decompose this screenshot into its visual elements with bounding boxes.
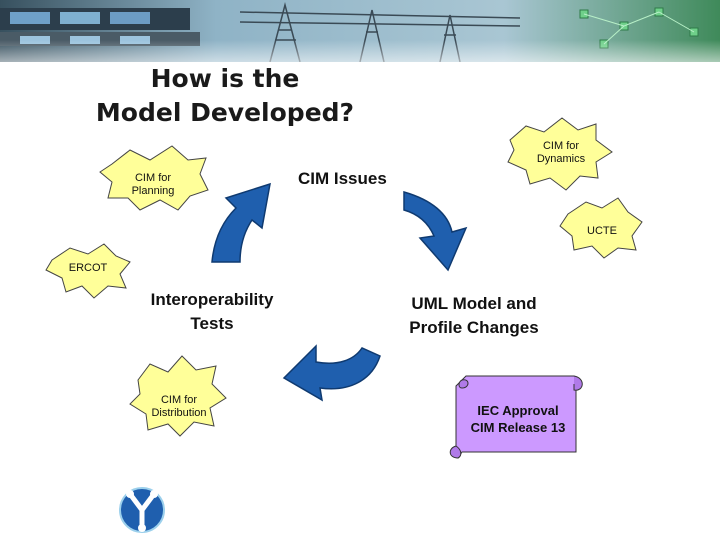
planning-callout-text: CIM for Planning (110, 172, 196, 198)
scroll-line-1: IEC Approval (477, 403, 559, 418)
interop-tests-label: Interoperability Tests (136, 288, 288, 336)
title-line-1: How is the (150, 64, 300, 93)
cycle-arrow-bottom (282, 344, 381, 402)
scroll-line-2: CIM Release 13 (470, 420, 566, 435)
ucte-callout-text: UCTE (587, 225, 617, 237)
slide-title: How is the Model Developed? (80, 62, 370, 130)
cim-issues-label: CIM Issues (298, 169, 387, 188)
dynamics-line-1: CIM for (542, 140, 580, 152)
distribution-callout-text: CIM for Distribution (136, 394, 222, 420)
interop-line-2: Tests (190, 314, 234, 333)
iec-scroll (449, 375, 583, 459)
distribution-line-1: CIM for (160, 394, 198, 406)
burst-ucte (559, 197, 643, 259)
cycle-arrow-top-left (211, 182, 271, 263)
burst-dynamics (507, 117, 613, 191)
iec-approval-text: IEC Approval CIM Release 13 (462, 402, 574, 436)
cycle-arrow-top-right (403, 191, 468, 272)
dynamics-line-2: Dynamics (536, 153, 586, 165)
planning-line-2: Planning (131, 185, 175, 197)
distribution-line-2: Distribution (151, 407, 207, 419)
title-line-2: Model Developed? (95, 98, 355, 127)
interop-line-1: Interoperability (150, 290, 274, 309)
banner-fade (0, 40, 720, 80)
dynamics-callout-text: CIM for Dynamics (518, 140, 604, 166)
uml-changes-label: UML Model and Profile Changes (396, 292, 552, 340)
uml-changes-line-2: Profile Changes (409, 318, 539, 337)
burst-planning (99, 145, 209, 211)
ercot-callout-text: ERCOT (68, 262, 108, 274)
planning-line-1: CIM for (134, 172, 172, 184)
uml-changes-line-1: UML Model and (411, 294, 537, 313)
y-logo-icon (119, 487, 165, 533)
burst-distribution (129, 355, 227, 437)
burst-ercot (45, 243, 131, 299)
